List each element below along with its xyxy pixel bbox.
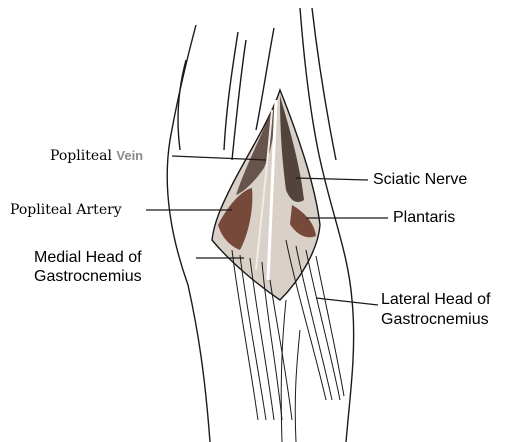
label-medial-head-line1: Medial Head of xyxy=(34,249,142,267)
label-lateral-head-line1: Lateral Head of xyxy=(381,291,490,309)
label-popliteal-vein-suffix: Vein xyxy=(116,148,143,163)
label-lateral-head-line2: Gastrocnemius xyxy=(381,311,489,329)
popliteal-fossa xyxy=(212,90,320,300)
label-sciatic-nerve: Sciatic Nerve xyxy=(373,171,467,189)
label-medial-head-line2: Gastrocnemius xyxy=(34,268,142,286)
label-popliteal-artery: Popliteal Artery xyxy=(10,201,122,219)
label-popliteal-vein-prefix: Popliteal xyxy=(50,148,112,164)
fossa-outline xyxy=(212,90,320,300)
label-popliteal-vein: Popliteal Vein xyxy=(50,147,143,165)
label-plantaris: Plantaris xyxy=(393,209,455,227)
